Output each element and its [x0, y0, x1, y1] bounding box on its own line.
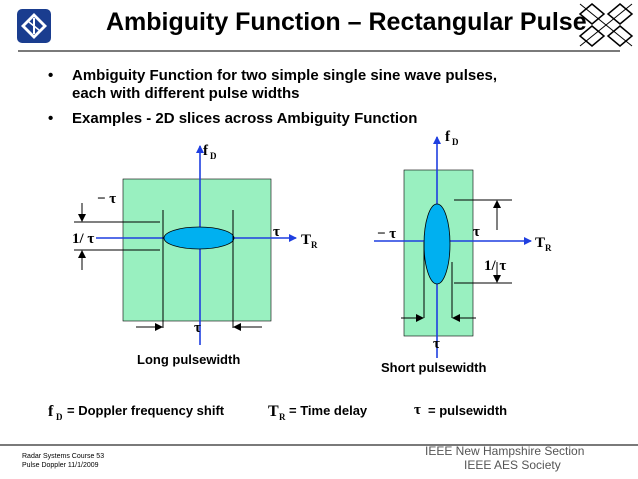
inv-tau-label: 1/ τ [72, 231, 94, 247]
caption-short-pulsewidth: Short pulsewidth [381, 360, 487, 375]
legend-fd-symbol: f [48, 403, 54, 420]
legend-tau-text: = pulsewidth [428, 403, 508, 418]
bullet-1-line-2: each with different pulse widths [72, 85, 300, 102]
tau-bottom-label: τ [433, 336, 440, 352]
fd-axis-subscript: D [210, 151, 217, 161]
footer-divider [0, 444, 638, 446]
bullet-dot: • [48, 67, 54, 84]
caption-long-pulsewidth: Long pulsewidth [137, 352, 241, 367]
tr-axis-subscript: R [545, 243, 552, 253]
inv-tau-label: 1/ τ [484, 258, 506, 274]
fd-axis-label: f [445, 129, 451, 145]
page-title: Ambiguity Function – Rectangular Pulse [106, 8, 587, 36]
footer-section: IEEE New Hampshire Section [425, 444, 585, 458]
bullet-dot: • [48, 110, 54, 127]
title-divider [18, 50, 620, 52]
legend-tr-text: = Time delay [289, 403, 368, 418]
diagram-short-pulsewidth: f D T R − τ 1/ τ τ τ [374, 129, 552, 358]
ambiguity-ellipse [423, 203, 451, 285]
tau-right-label: τ [473, 224, 480, 240]
footer-date: Pulse Doppler 11/1/2009 [22, 462, 99, 469]
ambiguity-ellipse [163, 226, 235, 250]
neg-tau-label: − τ [377, 226, 396, 242]
tau-right-label: τ [273, 224, 280, 240]
bullet-1-line-1: Ambiguity Function for two simple single… [72, 67, 498, 84]
bullet-2-line-1: Examples - 2D slices across Ambiguity Fu… [72, 110, 418, 127]
aess-logo [578, 2, 634, 48]
tr-axis-subscript: R [311, 240, 318, 250]
footer-society: IEEE AES Society [464, 458, 561, 472]
ieee-logo [16, 8, 52, 44]
legend: f D T R τ [48, 402, 421, 422]
fd-axis-subscript: D [452, 137, 459, 147]
legend-tr-symbol: T [268, 403, 279, 420]
neg-tau-label: − τ [97, 191, 116, 207]
legend-tr-subscript: R [279, 412, 286, 422]
tau-bottom-label: τ [194, 320, 201, 336]
legend-tau-symbol: τ [414, 402, 421, 418]
legend-fd-text: = Doppler frequency shift [67, 403, 225, 418]
fd-axis-label: f [203, 143, 209, 159]
legend-fd-subscript: D [56, 412, 63, 422]
footer-course: Radar Systems Course 53 [22, 453, 105, 460]
diagram-long-pulsewidth: f D T R − τ 1/ τ τ τ [72, 143, 318, 345]
tr-axis-label: T [301, 232, 311, 248]
tr-axis-label: T [535, 235, 545, 251]
